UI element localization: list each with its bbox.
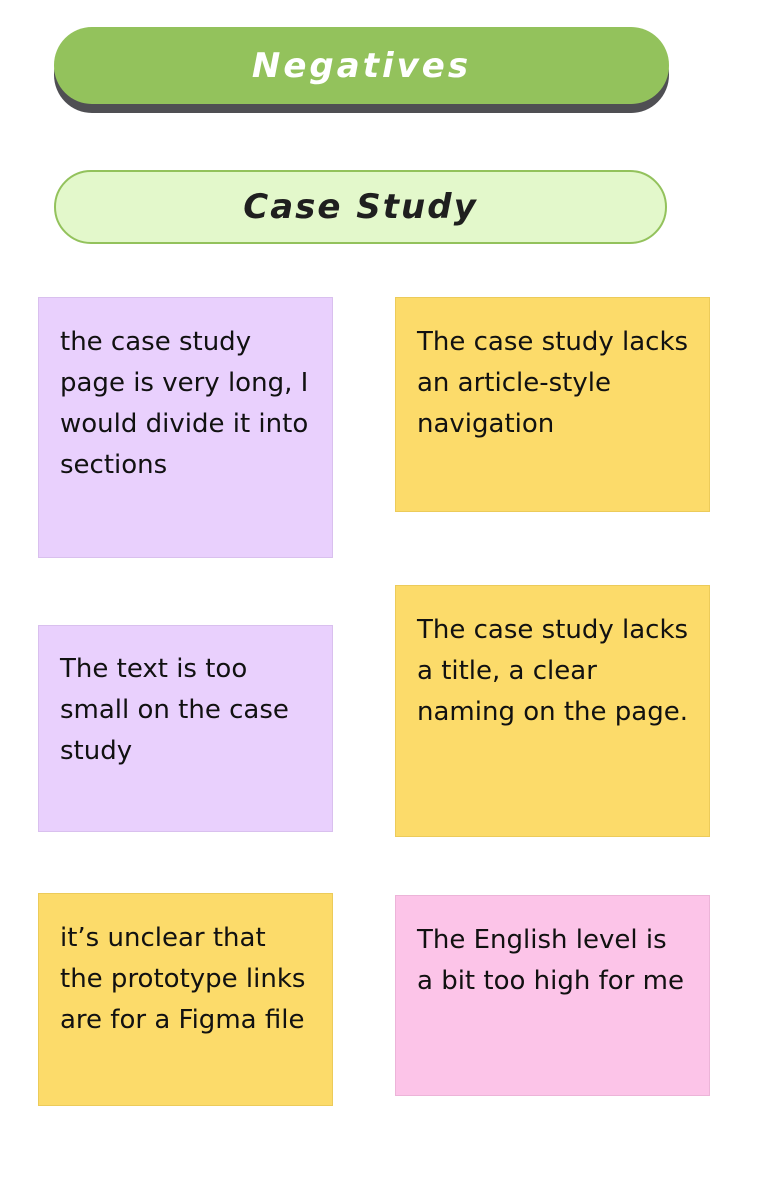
sticky-note-text: the case study page is very long, I woul…	[60, 327, 309, 480]
sticky-note-text: The case study lacks a title, a clear na…	[417, 615, 689, 727]
sticky-note-text: it’s unclear that the prototype links ar…	[60, 923, 306, 1035]
sticky-note[interactable]: the case study page is very long, I woul…	[38, 297, 333, 558]
section-title: Case Study	[243, 187, 478, 227]
sticky-note[interactable]: The English level is a bit too high for …	[395, 895, 710, 1096]
sticky-note[interactable]: The text is too small on the case study	[38, 625, 333, 832]
negatives-header: Negatives	[54, 27, 669, 104]
sticky-note[interactable]: it’s unclear that the prototype links ar…	[38, 893, 333, 1106]
sticky-note[interactable]: The case study lacks an article-style na…	[395, 297, 710, 512]
sticky-note[interactable]: The case study lacks a title, a clear na…	[395, 585, 710, 837]
sticky-note-text: The case study lacks an article-style na…	[417, 327, 689, 439]
header-title: Negatives	[251, 45, 472, 86]
sticky-note-text: The text is too small on the case study	[60, 654, 289, 766]
sticky-note-text: The English level is a bit too high for …	[417, 925, 684, 996]
case-study-section-header: Case Study	[54, 170, 667, 244]
